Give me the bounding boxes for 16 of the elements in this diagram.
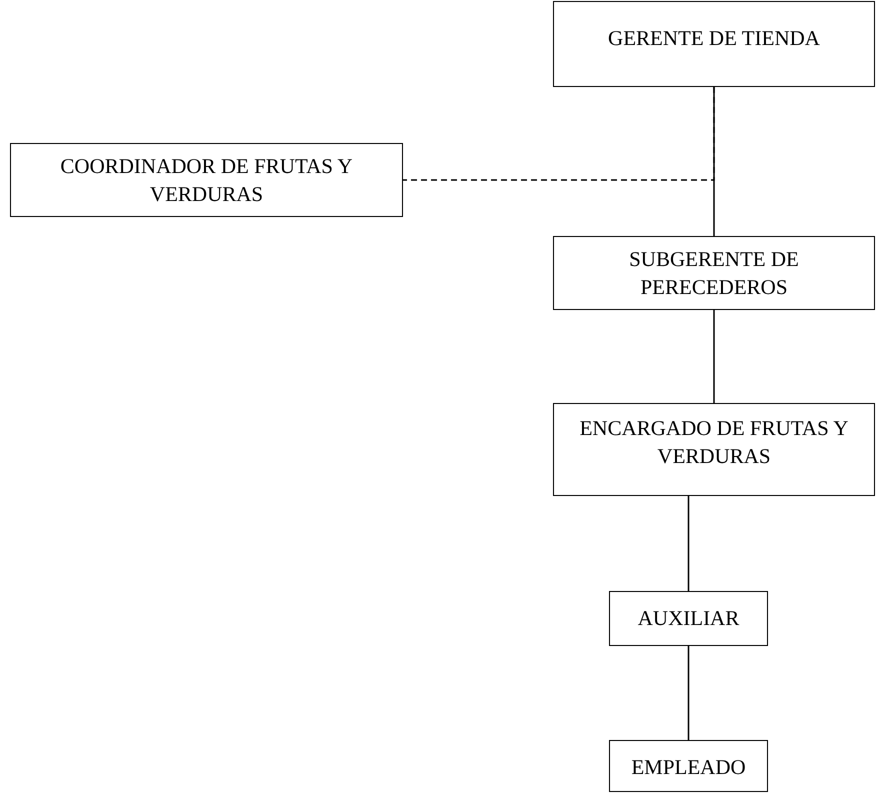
role-title: AUXILIAR bbox=[638, 605, 740, 632]
org-box bbox=[10, 143, 403, 217]
org-box bbox=[553, 1, 875, 87]
role-title: GERENTE DE TIENDA bbox=[608, 25, 820, 52]
org-box bbox=[609, 740, 768, 792]
org-box bbox=[553, 236, 875, 310]
connector-line bbox=[688, 496, 690, 591]
role-title: COORDINADOR DE FRUTAS Y VERDURAS bbox=[59, 153, 354, 208]
role-title: SUBGERENTE DE PERECEDEROS bbox=[628, 246, 800, 301]
role-title: EMPLEADO bbox=[631, 754, 746, 781]
dashed-connector bbox=[403, 87, 715, 181]
connector-line bbox=[713, 310, 715, 403]
org-box bbox=[553, 403, 875, 496]
role-title: ENCARGADO DE FRUTAS Y VERDURAS bbox=[578, 415, 850, 470]
org-box bbox=[609, 591, 768, 646]
connector-line bbox=[688, 646, 690, 740]
